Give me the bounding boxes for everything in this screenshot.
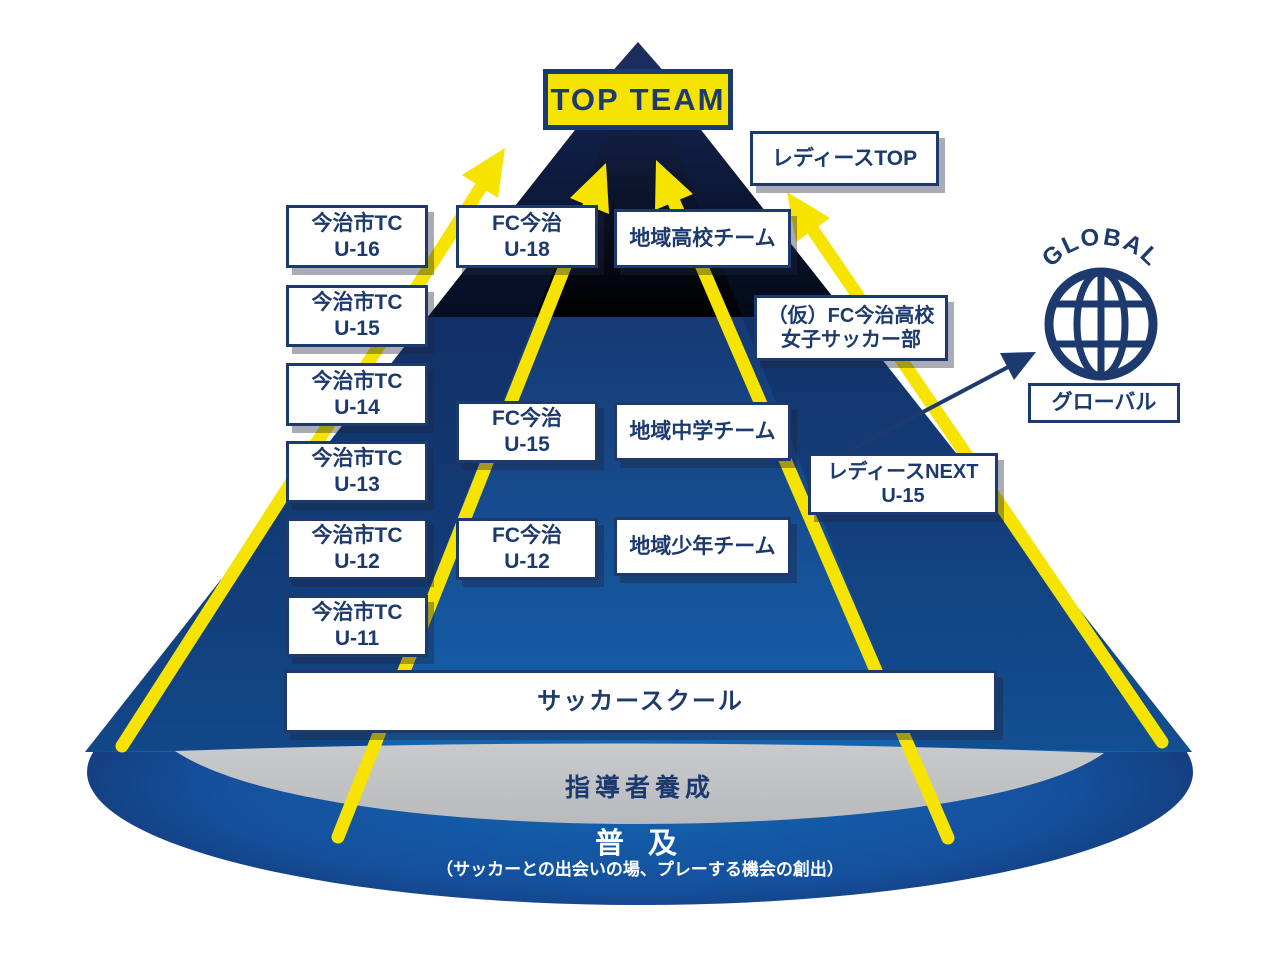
- tc-u12-label: 今治市TC U-12: [311, 524, 403, 573]
- tc-u11-box: 今治市TC U-11: [286, 595, 428, 657]
- global-label-label: グローバル: [1051, 391, 1157, 415]
- fc-u18-label: FC今治 U-18: [492, 211, 562, 261]
- fc-u15-label: FC今治 U-15: [492, 407, 562, 456]
- ladies-top-label: レディースTOP: [771, 146, 918, 170]
- soccer-school-label: サッカースクール: [537, 687, 744, 715]
- tc-u13-box: 今治市TC U-13: [286, 441, 428, 503]
- ladies-highschool-box: （仮）FC今治高校 女子サッカー部: [754, 295, 948, 361]
- tc-u13-label: 今治市TC U-13: [311, 447, 403, 496]
- area-juniorhigh-team-label: 地域中学チーム: [629, 419, 776, 443]
- tc-u11-label: 今治市TC U-11: [311, 601, 403, 650]
- tc-u12-box: 今治市TC U-12: [286, 518, 428, 580]
- area-youth-team-label: 地域少年チーム: [629, 534, 776, 558]
- svg-text:GLOBAL: GLOBAL: [1037, 223, 1165, 272]
- ladies-next-box: レディースNEXT U-15: [808, 453, 998, 515]
- tc-u14-box: 今治市TC U-14: [286, 363, 428, 426]
- ladies-highschool-label: （仮）FC今治高校 女子サッカー部: [767, 304, 935, 351]
- area-highschool-team-box: 地域高校チーム: [614, 209, 791, 268]
- area-highschool-team-label: 地域高校チーム: [629, 226, 776, 250]
- tc-u14-label: 今治市TC U-14: [311, 369, 403, 419]
- fc-u12-label: FC今治 U-12: [492, 524, 562, 573]
- global-arc-text: GLOBAL: [1037, 223, 1163, 272]
- global-arrow: [848, 352, 1036, 453]
- area-youth-team-box: 地域少年チーム: [614, 517, 791, 576]
- ladies-top-box: レディースTOP: [750, 131, 939, 186]
- tc-u16-box: 今治市TC U-16: [286, 205, 428, 268]
- coach-band: [175, 743, 1104, 824]
- global-label-box: グローバル: [1028, 383, 1180, 423]
- fc-u12-box: FC今治 U-12: [456, 518, 598, 580]
- tc-u15-label: 今治市TC U-15: [311, 291, 403, 340]
- top-team-label: TOP TEAM: [550, 81, 726, 117]
- ladies-next-label: レディースNEXT U-15: [827, 460, 979, 507]
- spread-label: 普 及: [594, 828, 686, 860]
- area-juniorhigh-team-box: 地域中学チーム: [614, 402, 791, 461]
- cone: [85, 42, 1192, 752]
- fc-u18-box: FC今治 U-18: [456, 205, 598, 268]
- spread-note-label: （サッカーとの出会いの場、プレーする機会の創出）: [436, 860, 844, 879]
- tc-u16-label: 今治市TC U-16: [311, 211, 403, 261]
- tc-u15-box: 今治市TC U-15: [286, 285, 428, 347]
- soccer-school-box: サッカースクール: [284, 670, 997, 733]
- fc-u15-box: FC今治 U-15: [456, 401, 598, 463]
- coach-development-label: 指導者養成: [564, 774, 715, 802]
- cone-apex: [610, 42, 666, 74]
- globe-icon: [1044, 267, 1158, 381]
- top-team-box: TOP TEAM: [543, 69, 733, 130]
